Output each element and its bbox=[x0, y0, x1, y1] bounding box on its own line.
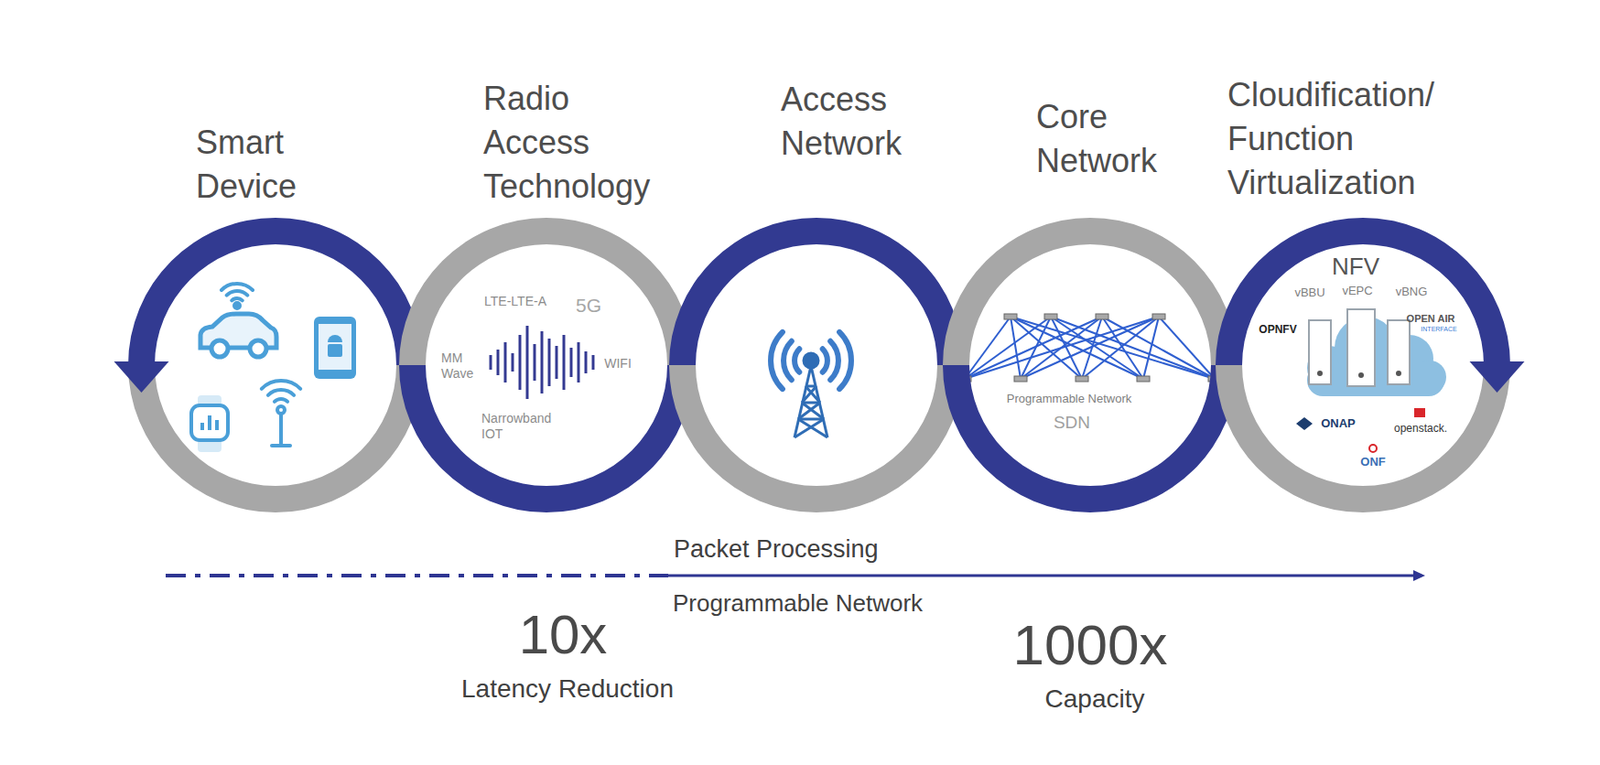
axis-label: Packet Processing bbox=[673, 534, 879, 564]
metric-value: 10x bbox=[518, 602, 608, 669]
axis-label: Programmable Network bbox=[672, 589, 923, 618]
function-label: vBBU bbox=[1294, 285, 1325, 301]
logo-text: ONAP bbox=[1320, 416, 1356, 432]
metric-caption: Capacity bbox=[1045, 683, 1146, 715]
ring-arc bbox=[1215, 365, 1511, 513]
stage-heading: Smart Device bbox=[195, 120, 297, 209]
ring-arc bbox=[399, 365, 694, 513]
logo-text: openstack. bbox=[1394, 421, 1448, 435]
ring-outline bbox=[128, 217, 423, 513]
ring-arc bbox=[669, 365, 964, 513]
ring-arc bbox=[1215, 217, 1511, 366]
ring-outline bbox=[942, 217, 1238, 513]
ring-node: Access Network bbox=[669, 217, 964, 513]
watch-icon bbox=[191, 395, 228, 453]
tech-label: Narrowband IOT bbox=[481, 410, 552, 443]
ring-arc bbox=[399, 217, 694, 366]
network-label: Programmable Network bbox=[1006, 391, 1133, 407]
logo-text: ONF bbox=[1360, 454, 1385, 470]
stage-heading: Access Network bbox=[780, 77, 902, 166]
tech-label: LTE-LTE-A bbox=[484, 293, 547, 310]
metric-caption: Latency Reduction bbox=[461, 673, 674, 705]
metric-value: 1000x bbox=[1013, 611, 1168, 680]
tech-label: WIFI bbox=[604, 356, 632, 372]
logo-text: OPNFV bbox=[1258, 323, 1297, 336]
tech-label: MM Wave bbox=[441, 350, 474, 382]
function-label: vEPC bbox=[1341, 283, 1373, 299]
wifi-pole-icon bbox=[261, 380, 301, 446]
timeline-arrow bbox=[165, 570, 1426, 582]
ring-node: Smart Device bbox=[128, 217, 423, 513]
ring-arc bbox=[942, 365, 1238, 513]
ring-arc bbox=[128, 217, 423, 366]
stage-heading: Cloudification/ Function Virtualization bbox=[1227, 73, 1435, 206]
ring-outline bbox=[669, 217, 964, 513]
ring-node: Cloudification/ Function VirtualizationN… bbox=[1215, 217, 1511, 513]
ring-node: Core NetworkProgrammable NetworkSDN bbox=[942, 217, 1238, 513]
ring-arc bbox=[128, 365, 423, 513]
waveform-icon bbox=[490, 325, 594, 400]
function-label: vBNG bbox=[1395, 284, 1428, 300]
nfv-label: NFV bbox=[1331, 252, 1380, 282]
stage-heading: Radio Access Technology bbox=[483, 76, 650, 209]
logo-text: INTERFACE bbox=[1420, 325, 1457, 334]
phone-icon bbox=[313, 316, 357, 379]
network-mesh bbox=[958, 313, 1222, 382]
stage-heading: Core Network bbox=[1036, 95, 1157, 184]
network-label: SDN bbox=[1053, 412, 1091, 434]
ring-arc bbox=[669, 217, 964, 366]
car-icon bbox=[200, 283, 277, 357]
tech-label: 5G bbox=[575, 293, 602, 317]
logo-text: OPEN AIR bbox=[1406, 313, 1456, 325]
ring-arrowhead bbox=[1470, 361, 1525, 393]
ring-node: Radio Access TechnologyLTE-LTE-A5GMM Wav… bbox=[399, 217, 694, 513]
ring-arc bbox=[942, 217, 1238, 366]
tower-icon bbox=[770, 332, 852, 438]
ring-arrowhead bbox=[114, 361, 170, 393]
